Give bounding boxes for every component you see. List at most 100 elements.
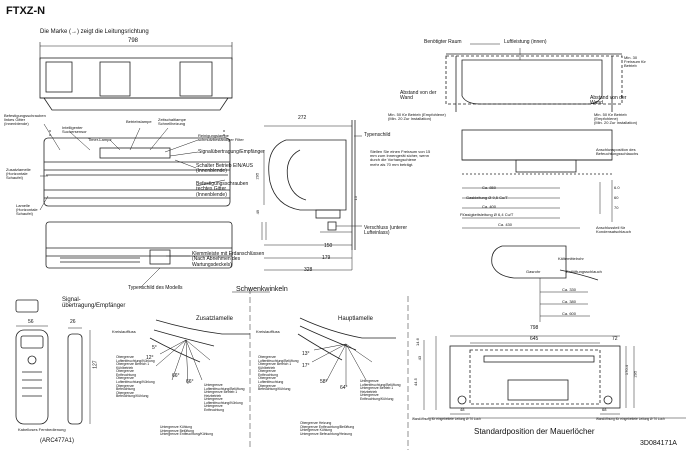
wall-dim-645: 645 (530, 336, 539, 342)
wall-dim-48: 48 (460, 407, 465, 412)
side-dim-top: 272 (298, 115, 307, 121)
side-dim-179: 179 (322, 255, 331, 261)
clearance-bottom (461, 129, 613, 229)
side-nameplate: Typenschild (364, 132, 391, 138)
angle-left-3: 66° (186, 379, 194, 385)
wall-note-left: Wandöffnung für eingebettete Leitung Ø 7… (412, 417, 481, 421)
label-gas: Gasrohr (526, 269, 541, 274)
side-view (261, 120, 362, 271)
label-signal-receiver: Signalübertragung/Empfänger (198, 149, 265, 155)
swing-notes-mid: Untergrenze Luftentfeuchtung/Belüftung U… (204, 383, 245, 412)
swing-cooling-heating-left: Kreislauffluss (112, 329, 136, 334)
label-flap-horizontal: Zusatzlamelle (Horizontale Schaufel) (6, 167, 31, 181)
side-dim-150: 150 (324, 243, 333, 249)
label-drain-hose: Entlüftungsschlauch (566, 269, 602, 274)
pipe-liquid: Flüssigkeitsleitung Ø 6,4 Cu/T (460, 212, 514, 217)
label-min50-left: Min. 50 für Betrieb (Empfohlene) (Min. 2… (388, 112, 446, 122)
label-on-off-switch: Schalter Betrieb EIN/AUS (Innenblende) (196, 163, 253, 175)
wall-dim-170: 170.4 (623, 365, 629, 376)
label-min30: Min. 30 Freiraum für Betrieb (624, 55, 646, 69)
label-model-plate: Typenschild des Modells (128, 285, 183, 291)
swing-notes-right: Obergrenze Luftentfeuchtung/Belüftung Ob… (258, 355, 299, 392)
side-shutter-note: Verschluss (unterer Lufteinlass) (364, 225, 408, 237)
angle-right-1: 17° (302, 363, 310, 369)
front-unit-body (43, 130, 231, 207)
label-wall-distance-left: Abstand von der Wand (400, 90, 437, 102)
label-ref-pipe: Kältemittelrohr (558, 256, 584, 261)
wall-plate-title: Standardposition der Mauerlöcher (474, 427, 595, 436)
swing-title: Schwenkwinkeln (236, 286, 288, 293)
dim-ca400: Ca. 400 (482, 204, 497, 209)
label-screws-left: Befestigungsschrauben linkes Gitter (Inn… (4, 113, 46, 127)
swing-notes-left: Obergrenze Luftentfeuchtung/Kühlung Ober… (116, 355, 155, 399)
label-min50-right: Min. 50 für Betrieb (Empfohlene) (Min. 2… (594, 112, 638, 126)
remote-model: (ARC477A1) (40, 438, 75, 444)
label-cleaning-lamp: Zeitschaltlampe Schnellheizung (158, 117, 187, 127)
label-timer-lamp: Timer-Lampe (88, 137, 112, 142)
swing-notes-right-mid: Untergrenze Luftentfeuchtung/Belüftung U… (360, 379, 401, 401)
wall-dim-798: 798 (530, 325, 539, 331)
pipe-small: Gaskleitung Ø 9,5 Cu/T (466, 195, 508, 200)
dim-ca430: Ca. 430 (498, 222, 513, 227)
angle-left-1: 12° (146, 355, 154, 361)
front-leaders (39, 123, 226, 257)
label-terminal-block: Klemmleiste mit Erdanschlüssen (Nach Abn… (192, 251, 265, 268)
dim-ca380: Ca. 380 (562, 299, 577, 304)
wall-note-right: Wandöffnung für eingebettete Leitung Ø 7… (596, 417, 665, 421)
angle-left-2: 66° (172, 373, 180, 379)
dim-small-70: 70 (614, 205, 619, 210)
swing-notes-bottom: Untergrenze Kühlung Untergrenze Belüftun… (160, 425, 213, 437)
side-dim-328: 328 (304, 267, 313, 273)
swing-main-flap: Hauptlamelle (338, 316, 374, 322)
remote-dim-26: 26 (70, 319, 76, 325)
clearance-top (445, 43, 623, 112)
wall-dim-43: 43 (417, 355, 423, 361)
swing-aux-flap: Zusatzlamelle (196, 316, 234, 322)
angle-right-3: 64° (340, 385, 348, 391)
dim-small-60: 60 (614, 195, 619, 200)
dim-ca600: Ca. 600 (562, 311, 577, 316)
wall-dim-14-6: 14.6 (414, 338, 420, 346)
label-louver: Lamelle (Horizontale Schaufel) (16, 203, 38, 217)
drain-view (491, 245, 599, 322)
remote-signal-label: Signal- übertragung/Empfänger (62, 297, 126, 310)
front-width-dim: 798 (128, 38, 139, 44)
wall-dim-68: 68 (602, 407, 607, 412)
wall-plate-drawing (423, 335, 686, 419)
label-operation-lamp: Betriebslampe (126, 119, 152, 124)
swing-right (297, 317, 396, 386)
side-clearance-note: Stellen Sie einen Freiraum von 15 mm zum… (370, 149, 431, 167)
label-cleaning-filter-lamp: Reinigungslampe schmutzbeständiger Filte… (198, 133, 244, 143)
wall-dim-44-5: 44.5 (412, 378, 418, 386)
model-title: FTXZ-N (6, 5, 46, 17)
dim-ca330: Ca. 330 (562, 287, 577, 292)
angle-right-2: 58° (320, 379, 328, 385)
swing-left (149, 319, 250, 385)
wall-dim-72: 72 (612, 336, 618, 342)
label-intelligent-sensor: Intelligenter Suchersensor (62, 125, 87, 135)
side-dim-15: 15 (353, 195, 359, 201)
label-drain-outlet: Anschlussteil für Kondensatschlauch (596, 225, 631, 235)
remote-drawing (15, 299, 91, 425)
dim-small-6: 6.0 (614, 185, 620, 190)
label-screws-right: Befestigungsschrauben rechtes Gitter (In… (196, 181, 249, 198)
label-hose-position: Anschlussposition des Befeuchtungsschlau… (596, 147, 639, 157)
swing-notes-right-bottom: Obergrenze Heizung Obergrenze Entfeuchtu… (300, 421, 355, 436)
angle-left-0: 5° (152, 345, 157, 351)
side-dim-49: 49 (255, 209, 261, 215)
swing-cooling-heating-right: Kreislauffluss (256, 329, 280, 334)
dim-ca850: Ca. 850 (482, 185, 497, 190)
remote-dim-127: 127 (92, 360, 99, 369)
mark-note: Die Marke (→) zeigt die Leitungsrichtung (40, 29, 149, 35)
label-space-required: Benötigter Raum (424, 39, 462, 45)
angle-right-0: 13° (302, 351, 310, 357)
front-unit-top (39, 42, 233, 111)
side-dim-height: 295 (254, 172, 260, 180)
front-unit-bottom (45, 221, 233, 289)
remote-dim-56: 56 (28, 319, 34, 325)
wall-dim-295: 295 (632, 370, 638, 378)
label-air-outlet: Luftleistung (innen) (504, 39, 547, 45)
remote-battery-label: Kabelloses Fernbedienung (18, 427, 66, 432)
label-wall-distance-right: Abstand von der Wand (590, 95, 627, 107)
